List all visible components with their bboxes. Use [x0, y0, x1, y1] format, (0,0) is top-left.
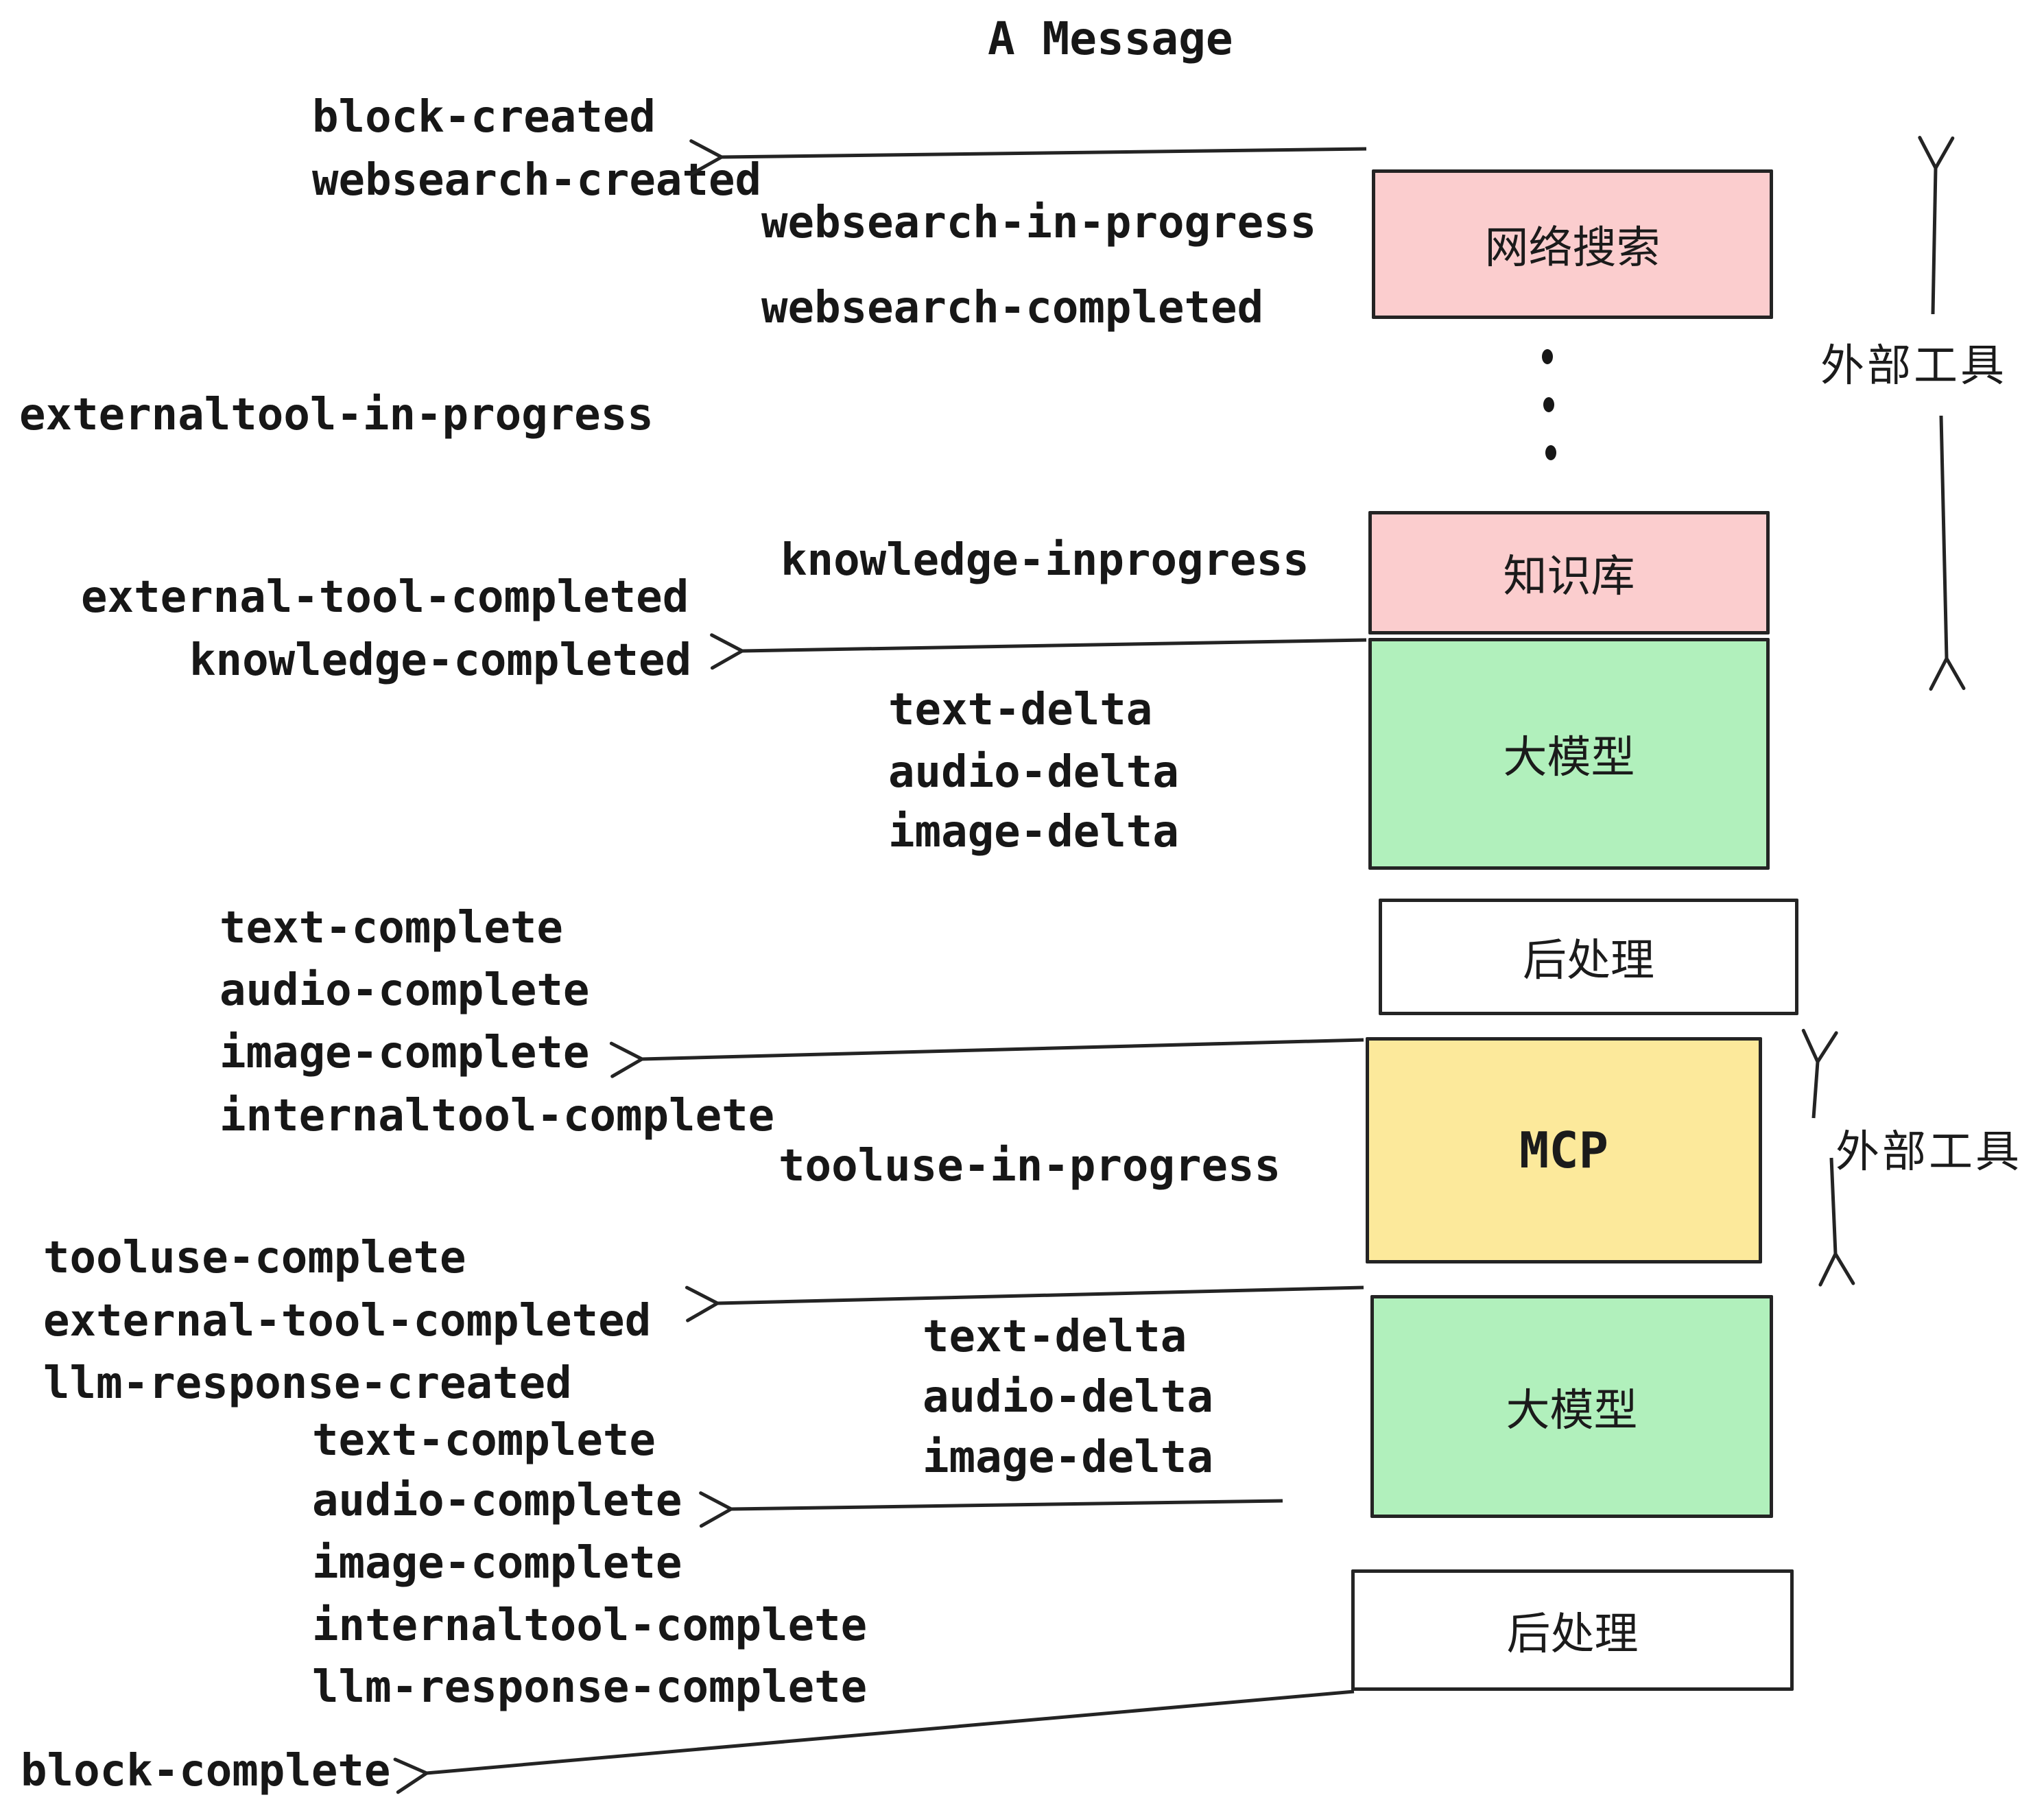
box-llm-2: 大模型 [1370, 1295, 1773, 1518]
event-internaltool-complete: internaltool-complete [219, 1091, 775, 1141]
event-block-complete: block-complete [21, 1746, 391, 1796]
event-image-complete-2: image-complete [312, 1538, 682, 1589]
event-websearch-completed: websearch-completed [761, 283, 1264, 333]
event-external-tool-completed: external-tool-completed [81, 572, 689, 623]
arrow-to-tooluse-complete [685, 1285, 1364, 1322]
box-postprocess-1: 后处理 [1379, 899, 1798, 1015]
box-llm-1-label: 大模型 [1503, 733, 1635, 782]
event-image-delta-2: image-delta [923, 1432, 1213, 1483]
external-tools-top-up-arrow [1918, 136, 1955, 315]
diagram-title: A Message [988, 12, 1233, 65]
arrow-to-websearch-created [689, 139, 1367, 176]
event-block-created: block-created [312, 92, 656, 143]
event-audio-complete: audio-complete [219, 965, 590, 1016]
event-internaltool-complete-2: internaltool-complete [312, 1600, 868, 1651]
box-postprocess-2-label: 后处理 [1506, 1609, 1639, 1659]
arrow-to-image-complete [609, 1038, 1364, 1078]
event-tooluse-in-progress: tooluse-in-progress [779, 1141, 1281, 1191]
event-image-complete: image-complete [219, 1028, 590, 1078]
event-knowledge-inprogress: knowledge-inprogress [781, 535, 1309, 586]
event-websearch-created: websearch-created [312, 155, 762, 206]
box-postprocess-1-label: 后处理 [1523, 936, 1654, 985]
event-external-tool-completed-2: external-tool-completed [43, 1296, 652, 1346]
box-llm-1: 大模型 [1368, 638, 1770, 870]
event-text-complete: text-complete [219, 903, 563, 953]
event-audio-delta-2: audio-delta [923, 1372, 1213, 1423]
box-knowledge-base-label: 知识库 [1503, 551, 1635, 601]
box-knowledge-base: 知识库 [1368, 511, 1770, 634]
event-text-delta-2: text-delta [923, 1312, 1187, 1362]
external-tools-mid-up-arrow [1801, 1028, 1838, 1119]
arrow-to-audio-complete [699, 1491, 1283, 1528]
box-web-search: 网络搜索 [1372, 169, 1773, 319]
box-mcp: MCP [1366, 1037, 1762, 1263]
event-knowledge-completed: knowledge-completed [189, 635, 692, 686]
event-audio-delta: audio-delta [888, 747, 1179, 798]
event-llm-response-created: llm-response-created [43, 1358, 572, 1409]
event-tooluse-complete: tooluse-complete [43, 1233, 466, 1283]
box-llm-2-label: 大模型 [1506, 1385, 1638, 1435]
box-web-search-label: 网络搜索 [1484, 223, 1661, 272]
arrow-to-knowledge-completed [710, 633, 1367, 670]
event-llm-response-complete: llm-response-complete [312, 1662, 868, 1713]
event-image-delta: image-delta [888, 807, 1179, 857]
event-websearch-in-progress: websearch-in-progress [761, 198, 1317, 248]
event-text-delta: text-delta [888, 685, 1153, 735]
box-mcp-label: MCP [1519, 1121, 1609, 1179]
event-externaltool-in-progress: externaltool-in-progress [19, 390, 654, 440]
external-tools-top-down-arrow [1929, 415, 1966, 691]
side-label-external-tools-top: 外部工具 [1820, 341, 2007, 390]
event-audio-complete-2: audio-complete [312, 1475, 682, 1526]
box-postprocess-2: 后处理 [1351, 1569, 1794, 1691]
side-label-external-tools-mid: 外部工具 [1835, 1127, 2022, 1176]
ellipsis-dots [1542, 349, 1556, 460]
event-text-complete-2: text-complete [312, 1415, 656, 1466]
